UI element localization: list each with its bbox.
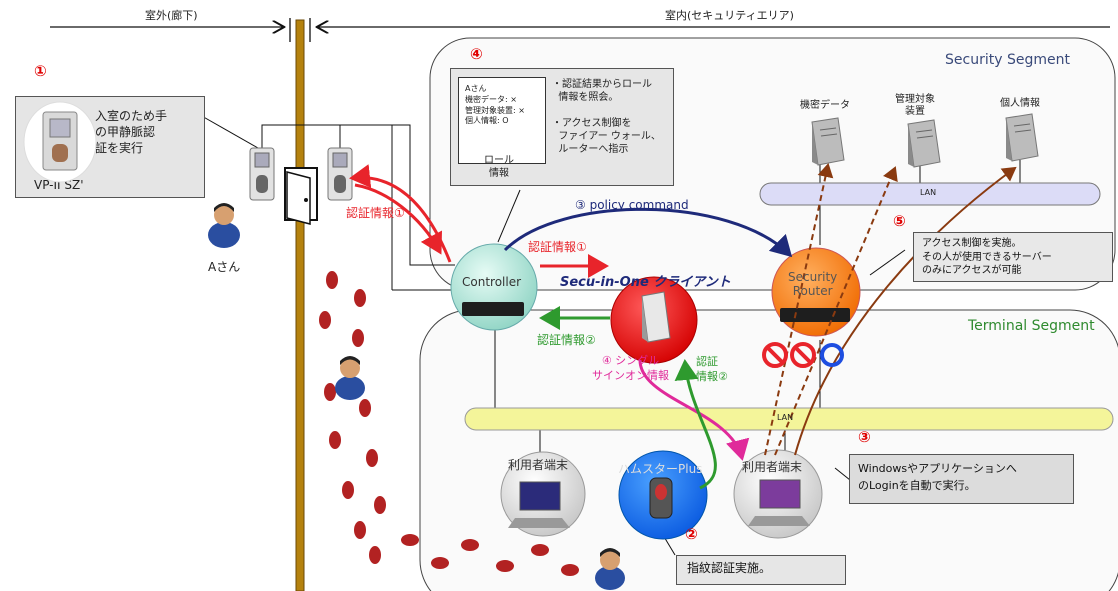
allow-icon (820, 343, 844, 367)
deny-icon-1 (762, 342, 788, 368)
pc-icon-right (748, 479, 810, 526)
person-a-icon (208, 203, 240, 248)
outside-label: 室外(廊下) (145, 9, 198, 22)
footprints (319, 271, 579, 576)
role-note-text: ・認証結果からロール 情報を照会。 ・アクセス制御を ファイアー ウォール、 ル… (552, 79, 661, 155)
vein-reader-left (249, 147, 275, 201)
access-control-note: アクセス制御を実施。 その人が使用できるサーバー のみにアクセスが可能 (913, 232, 1113, 282)
step-number-2: ② (685, 525, 698, 543)
user-terminal-right-label: 利用者端末 (742, 460, 803, 474)
device-photo-overlay (23, 101, 97, 183)
arrow-sso (638, 359, 750, 461)
step-number-3: ③ (858, 428, 871, 446)
hamster-plus-label: ハムスターPlus (618, 462, 703, 476)
fingerprint-note: 指紋認証実施。 (676, 555, 846, 585)
arrow-label-auth1-door: 認証情報① (346, 206, 405, 220)
role-card-box (458, 77, 546, 164)
access-arrows (764, 163, 1017, 456)
pc-icon-left (508, 481, 570, 528)
client-server-icon (641, 291, 671, 343)
wall (295, 19, 305, 591)
server-icon-managed (907, 119, 941, 168)
inside-arrow (309, 18, 1110, 42)
outside-arrow (50, 18, 291, 42)
security-segment-title: Security Segment (945, 52, 1070, 68)
security-lan-label: LAN (920, 188, 937, 197)
person-at-terminal-icon (595, 548, 625, 590)
device-note-text: 入室のため手 の甲静脈認 証を実行 (95, 109, 168, 156)
security-lan-bar (759, 182, 1101, 206)
fingerprint-reader-icon (649, 477, 673, 519)
step-number-1: ① (34, 62, 47, 80)
router-device-icon (780, 308, 850, 322)
terminal-segment-title: Terminal Segment (968, 318, 1095, 334)
door-icon (284, 167, 318, 225)
user-terminal-left-label: 利用者端末 (508, 458, 569, 472)
server-label-personal: 個人情報 (1000, 98, 1040, 109)
inside-label: 室内(セキュリティエリア) (665, 9, 794, 22)
arrow-label-policy: ③ policy command (575, 198, 689, 212)
device-model-label: VP-II SZ' (34, 178, 84, 192)
controller-device-icon (462, 302, 524, 316)
server-label-managed: 管理対象 装置 (895, 94, 935, 117)
arrow-policy-command (503, 207, 793, 258)
step-number-4-role: ④ (470, 45, 483, 63)
person-walking-icon (335, 356, 365, 400)
server-icon-confidential (811, 117, 845, 166)
arrow-label-auth2-controller: 認証情報② (537, 333, 596, 347)
server-icon-personal (1005, 113, 1039, 162)
login-note: Windowsやアプリケーションへ のLoginを自動で実行。 (849, 454, 1074, 504)
person-a-label: Aさん (208, 260, 241, 274)
deny-icon-2 (790, 342, 816, 368)
vein-reader-right (327, 147, 353, 201)
server-label-confidential: 機密データ (800, 100, 850, 111)
terminal-lan-bar (464, 407, 1114, 431)
secu-in-one-client-label: Secu-in-One クライアント (560, 275, 731, 290)
security-router-label: Security Router (788, 270, 838, 299)
controller-label: Controller (462, 275, 522, 289)
arrow-label-sso: ④ シングル サインオン情報 (592, 354, 669, 382)
arrow-auth2-hamster (674, 359, 717, 490)
role-card-text: Aさん 機密データ: × 管理対象装置: × 個人情報: O (465, 84, 525, 126)
role-card-title: ロール 情報 (484, 155, 514, 179)
arrow-label-auth2-hamster: 認証 情報② (696, 355, 728, 383)
arrow-label-auth1-client: 認証情報① (528, 240, 587, 254)
terminal-lan-label: LAN (777, 413, 794, 422)
step-number-5: ⑤ (893, 212, 906, 230)
